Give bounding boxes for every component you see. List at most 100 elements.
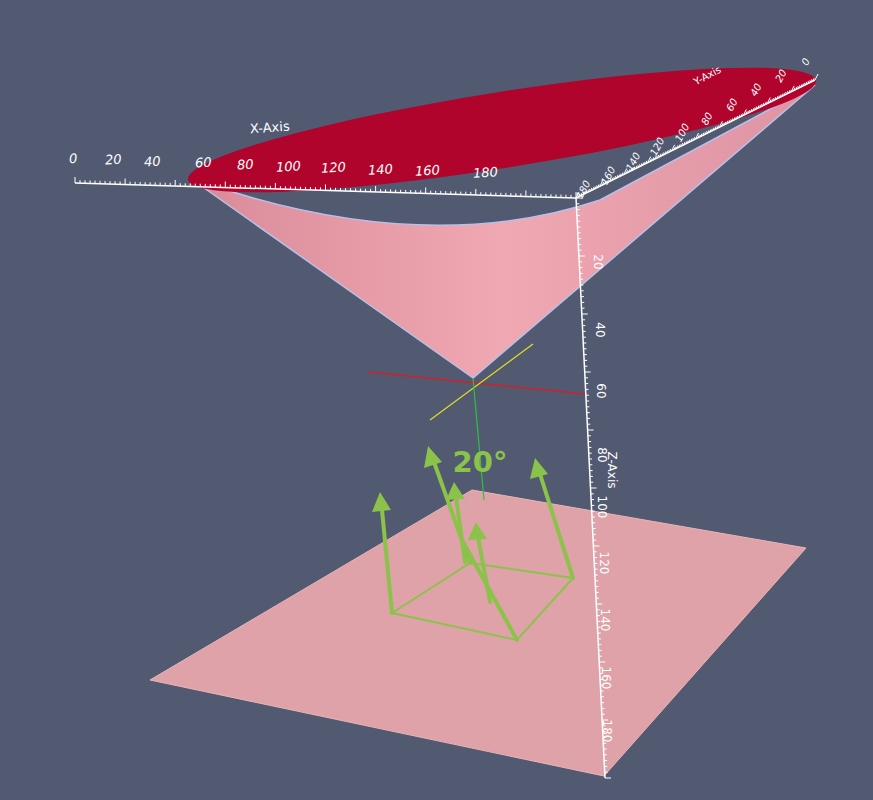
tick-mark [225,182,226,188]
tick-mark [275,183,276,189]
tick-mark [782,94,784,97]
tick-mark [375,186,376,192]
tick-mark [801,84,803,87]
axis-label: 100 [597,496,609,519]
tick-mark [200,184,201,187]
tick-mark [743,109,746,115]
tick-mark [589,453,592,454]
tick-mark [715,127,717,130]
axis-label: 160 [600,667,612,690]
tick-mark [495,193,496,196]
tick-mark [724,122,726,125]
tick-mark [594,557,597,558]
tick-mark [540,194,541,197]
axis-label: 20 [592,254,604,269]
angle-label: 20° [453,448,508,477]
axis-label: 180 [575,179,593,201]
tick-mark [115,181,116,184]
tick-mark [774,97,776,100]
tick-mark [734,117,736,120]
tick-mark [719,121,722,127]
tick-mark [590,188,592,191]
tick-mark [691,138,693,141]
tick-mark [577,215,580,216]
tick-mark [315,187,316,190]
tick-mark [586,389,589,390]
tick-mark [638,164,640,167]
tick-mark [190,183,191,186]
tick-mark [250,185,251,188]
tick-mark [626,170,628,173]
tick-mark [648,157,651,163]
tick-mark [435,191,436,194]
axis-label: 60 [194,156,211,170]
tick-mark [582,325,585,326]
tick-mark [370,189,371,192]
tick-mark [601,702,604,703]
axis-label: 0 [69,151,78,164]
tick-mark [727,121,729,124]
cone-top [182,43,822,218]
tick-mark [599,662,605,663]
tick-mark [570,195,571,198]
tick-mark [325,185,326,191]
tick-mark [750,109,752,112]
tick-mark [520,193,521,196]
tick-mark [770,99,772,102]
tick-mark [475,189,476,195]
tick-mark [515,193,516,196]
tick-mark [605,778,611,779]
tick-mark [565,195,566,198]
tick-mark [686,141,688,144]
tick-mark [355,188,356,191]
tick-mark [599,650,602,651]
tick-mark [593,540,596,541]
yellow-axis-line [430,344,533,420]
tick-mark [650,158,652,161]
tick-mark [777,96,779,99]
tick-mark [596,592,599,593]
tick-mark [345,188,346,191]
tick-mark [455,191,456,194]
tick-mark [813,78,815,81]
tick-mark [617,175,619,178]
axis-label: 40 [593,322,605,337]
tick-mark [584,366,587,367]
axis-label: 180 [602,720,614,743]
tick-mark [155,182,156,185]
tick-mark [796,86,798,89]
axis-label: 120 [598,552,610,575]
tick-mark [130,182,131,185]
tick-mark [582,319,585,320]
tick-mark [753,108,755,111]
tick-mark [587,418,590,419]
tick-mark [591,499,594,500]
tick-mark [589,464,592,465]
tick-mark [580,285,583,286]
tick-mark [619,174,621,177]
tick-mark [598,633,601,634]
tick-mark [105,181,106,184]
tick-mark [415,190,416,193]
tick-mark [120,181,121,184]
tick-mark [688,140,690,143]
tick-mark [578,244,581,245]
tick-mark [265,186,266,189]
tick-mark [584,360,587,361]
tick-mark [722,123,724,126]
tick-mark [577,227,580,228]
tick-mark [125,179,126,185]
tick-mark [410,190,411,193]
tick-mark [230,185,231,188]
axis-label: 60 [594,383,606,398]
tick-mark [485,192,486,195]
tick-mark [593,187,595,190]
tick-mark [765,102,767,105]
tick-mark [603,743,606,744]
tick-mark [390,189,391,192]
tick-mark [500,193,501,196]
tick-mark [80,180,81,183]
tick-mark [160,183,161,186]
tick-mark [335,188,336,191]
tick-mark [450,191,451,194]
